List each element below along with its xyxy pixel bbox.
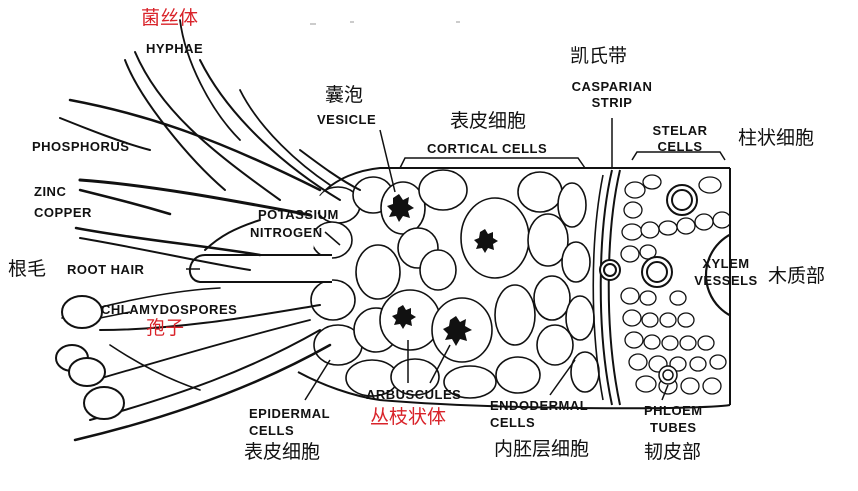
stele-cells (620, 174, 730, 395)
phloem-leader (661, 384, 669, 401)
chlamydospores-label: CHLAMYDOSPORES (101, 302, 238, 317)
cortical-cell (418, 169, 468, 211)
cortical-cell (443, 365, 497, 399)
root-hair (189, 254, 332, 283)
hyphae-label-zh: 菌丝体 (141, 7, 199, 29)
arbuscule-icon (474, 229, 498, 253)
root-outline-bottom (297, 371, 731, 410)
cortical-bracket (399, 157, 586, 169)
header-marks (310, 21, 460, 25)
cortical-cell (494, 284, 536, 346)
cell-layers (310, 169, 730, 406)
epidermal-leader (304, 359, 331, 401)
nitrogen-label: NITROGEN (250, 225, 323, 240)
cortical-cell (536, 324, 574, 366)
vesicle-label: VESICLE (317, 112, 377, 127)
root-hair-label-zh: 根毛 (8, 258, 47, 280)
root-hair-label: ROOT HAIR (67, 262, 145, 277)
arbuscules-label: ARBUSCULES (366, 387, 462, 402)
phloem-label-zh: 韧皮部 (644, 441, 702, 463)
cortical-label-zh: 表皮细胞 (450, 110, 527, 132)
endodermis-line (592, 174, 604, 401)
leader-lines (99, 118, 726, 401)
fungal-structures (387, 194, 498, 346)
stelar-label-1: STELAR (652, 123, 708, 138)
endodermal-leader (549, 359, 576, 396)
cortical-cell (355, 244, 401, 300)
epidermal-cell (310, 279, 356, 321)
xylem-label-zh: 木质部 (768, 265, 826, 287)
zinc-label: ZINC (34, 184, 67, 199)
cortical-cell (419, 249, 457, 291)
cortical-cell (533, 275, 571, 321)
arbuscule-icon (443, 316, 472, 346)
casparian-strip (599, 169, 613, 406)
potassium-leader (324, 231, 341, 246)
phloem-label-1: PHLOEM (644, 403, 703, 418)
endodermal-label-2: CELLS (490, 415, 536, 430)
arbuscule-icon (392, 305, 416, 329)
vesicle-leader (379, 129, 396, 193)
hyphae-network (59, 19, 361, 442)
vesicle-icon (387, 194, 414, 222)
cortical-cell (565, 295, 595, 341)
hyphae-label: HYPHAE (146, 41, 204, 56)
phosphorus-label: PHOSPHORUS (32, 139, 130, 154)
epidermal-label-2: CELLS (249, 423, 295, 438)
casparian-strip (607, 169, 621, 406)
endodermal-label-zh: 内胚层细胞 (494, 438, 590, 460)
vesicle-label-zh: 囊泡 (325, 84, 364, 106)
cortical-label: CORTICAL CELLS (427, 141, 548, 156)
xylem-label-2: VESSELS (694, 273, 758, 288)
potassium-label: POTASSIUM (258, 207, 339, 222)
arbuscules-label-zh: 丛枝状体 (370, 406, 447, 428)
phloem-label-2: TUBES (650, 420, 697, 435)
chlamydospores-label-zh: 孢子 (146, 317, 185, 339)
stelar-label-zh: 柱状细胞 (738, 127, 815, 149)
endodermal-label-1: ENDODERMAL (490, 398, 589, 413)
cortical-cell (495, 356, 541, 394)
epidermal-label-zh: 表皮细胞 (244, 441, 321, 463)
casparian-label-1: CASPARIAN (571, 79, 653, 94)
phloem-tubes (658, 365, 678, 385)
stelar-label-2: CELLS (657, 139, 703, 154)
epidermal-label-1: EPIDERMAL (249, 406, 331, 421)
cortical-cell (557, 182, 587, 228)
copper-label: COPPER (34, 205, 92, 220)
casparian-label-zh: 凯氏带 (570, 45, 628, 67)
arbuscules-leader-2 (429, 344, 451, 384)
cortical-cell (460, 197, 530, 279)
cortical-cell (390, 358, 440, 396)
chlamydospores (55, 295, 125, 420)
casparian-label-2: STRIP (591, 95, 633, 110)
xylem-label-1: XYLEM (702, 256, 750, 271)
cortical-cell (570, 351, 600, 393)
cortical-cell (517, 171, 563, 213)
stelar-bracket (631, 151, 726, 161)
cortical-cell (561, 241, 591, 283)
chlamydospore-leader (99, 311, 131, 319)
cortical-cell (527, 213, 569, 267)
